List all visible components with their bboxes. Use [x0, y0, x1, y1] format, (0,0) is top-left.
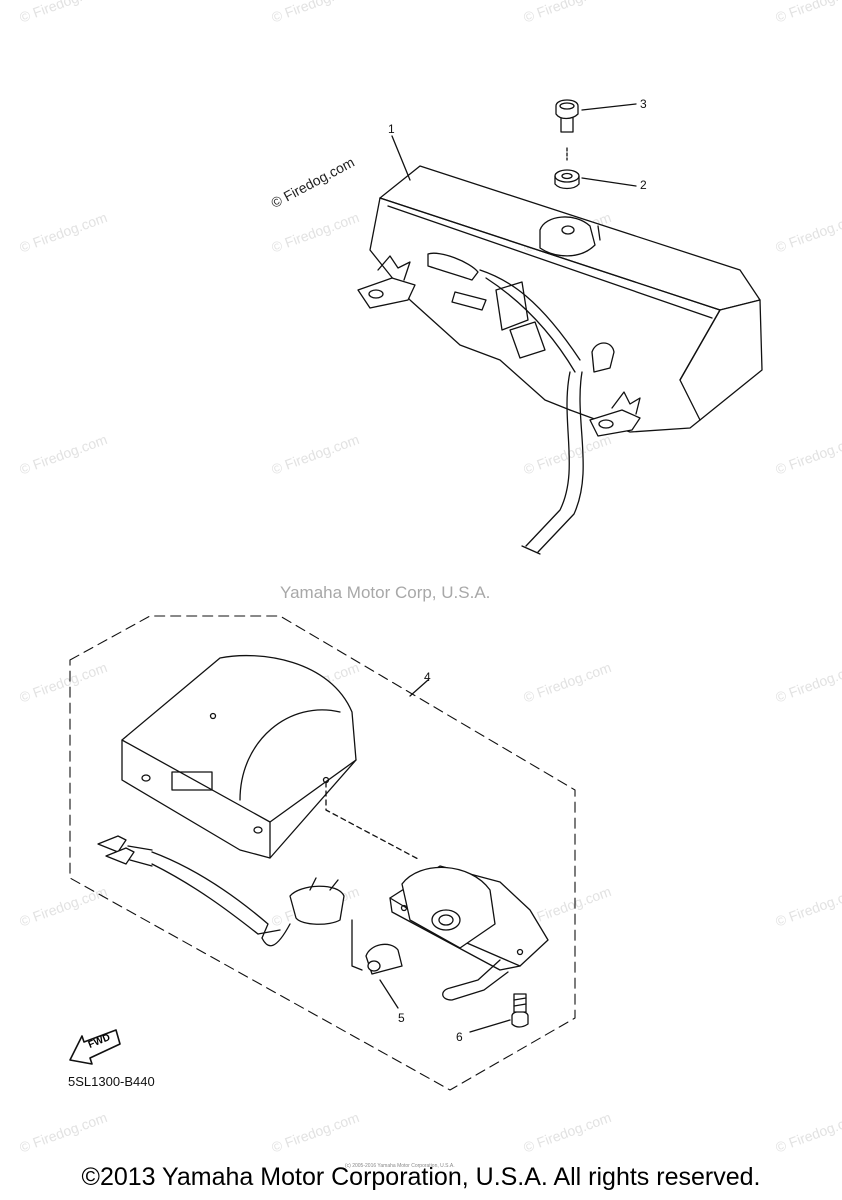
screw-part-6	[469, 993, 529, 1033]
bolt-part-3	[555, 99, 579, 161]
callout-3: 3	[640, 97, 647, 111]
grommet-part-2	[554, 169, 580, 190]
license-light-socket	[389, 865, 549, 1001]
copyright-footer: ©2013 Yamaha Motor Corporation, U.S.A. A…	[81, 1163, 761, 1191]
fwd-arrow	[69, 1029, 121, 1065]
tail-light-housing	[357, 165, 763, 555]
callout-1: 1	[388, 122, 395, 136]
license-light-wire	[97, 835, 345, 947]
callout-6: 6	[456, 1030, 463, 1044]
diagram-code: 5SL1300-B440	[68, 1074, 155, 1089]
tiny-copyright-note: (c) 2005-2016 Yamaha Motor Corporation, …	[345, 1163, 455, 1169]
license-light-cover	[121, 654, 357, 859]
callout-4: 4	[424, 670, 431, 684]
callout-5: 5	[398, 1011, 405, 1025]
bulb-part-5	[351, 919, 403, 1009]
callout-2: 2	[640, 178, 647, 192]
corp-watermark: Yamaha Motor Corp, U.S.A.	[280, 583, 491, 602]
